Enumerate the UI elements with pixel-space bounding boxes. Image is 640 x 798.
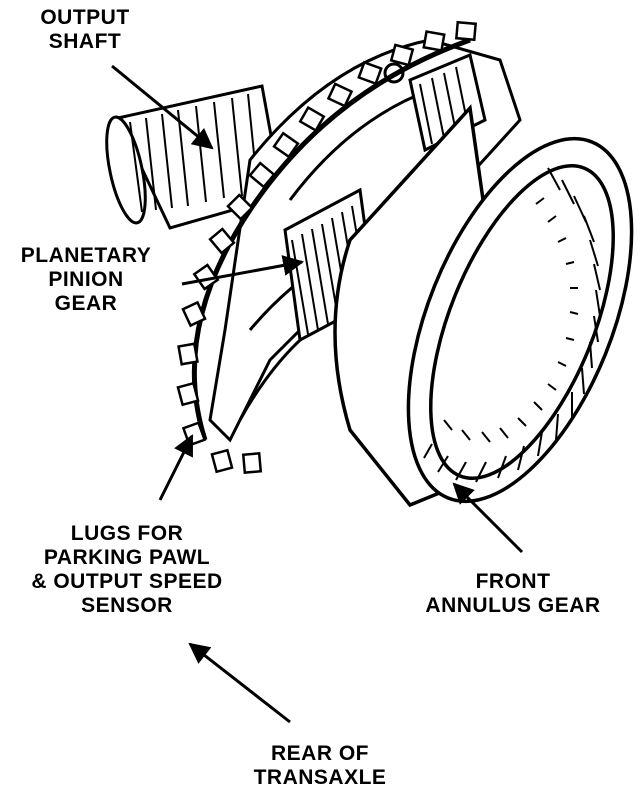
parking-lug-ring <box>176 20 478 475</box>
lugs-arrow <box>158 434 194 501</box>
label-lugs-line2: PARKING PAWL <box>43 546 211 569</box>
label-rear-line2: TRANSAXLE <box>253 766 387 789</box>
label-pinion-line2: PINION <box>48 268 124 291</box>
label-annulus-line1: FRONT <box>475 570 551 593</box>
label-rear-line1: REAR OF <box>271 742 369 765</box>
output-shaft <box>105 84 284 230</box>
label-output-shaft-line1: OUTPUT <box>40 6 130 29</box>
pinion-gear-arrow <box>181 255 305 286</box>
label-rear-of-transaxle: REAR OF TRANSAXLE <box>230 742 410 790</box>
rear-of-transaxle-arrow <box>188 642 291 724</box>
label-front-annulus-gear: FRONT ANNULUS GEAR <box>398 570 628 618</box>
annulus-internal-teeth <box>423 167 601 483</box>
front-annulus-gear <box>333 104 634 508</box>
label-output-shaft-line2: SHAFT <box>48 30 122 53</box>
annulus-gear-arrow <box>452 482 524 554</box>
label-output-shaft: OUTPUT SHAFT <box>20 6 150 54</box>
label-pinion-line3: GEAR <box>54 292 118 315</box>
label-planetary-pinion-gear: PLANETARY PINION GEAR <box>0 244 172 316</box>
leader-arrows <box>111 64 524 724</box>
label-lugs-line1: LUGS FOR <box>70 522 184 545</box>
output-shaft-arrow <box>111 64 214 150</box>
label-lugs-line3: & OUTPUT SPEED <box>31 570 223 593</box>
label-annulus-line2: ANNULUS GEAR <box>425 594 601 617</box>
label-lugs-line4: SENSOR <box>81 594 173 617</box>
label-pinion-line1: PLANETARY <box>20 244 152 267</box>
label-lugs: LUGS FOR PARKING PAWL & OUTPUT SPEED SEN… <box>2 522 252 618</box>
